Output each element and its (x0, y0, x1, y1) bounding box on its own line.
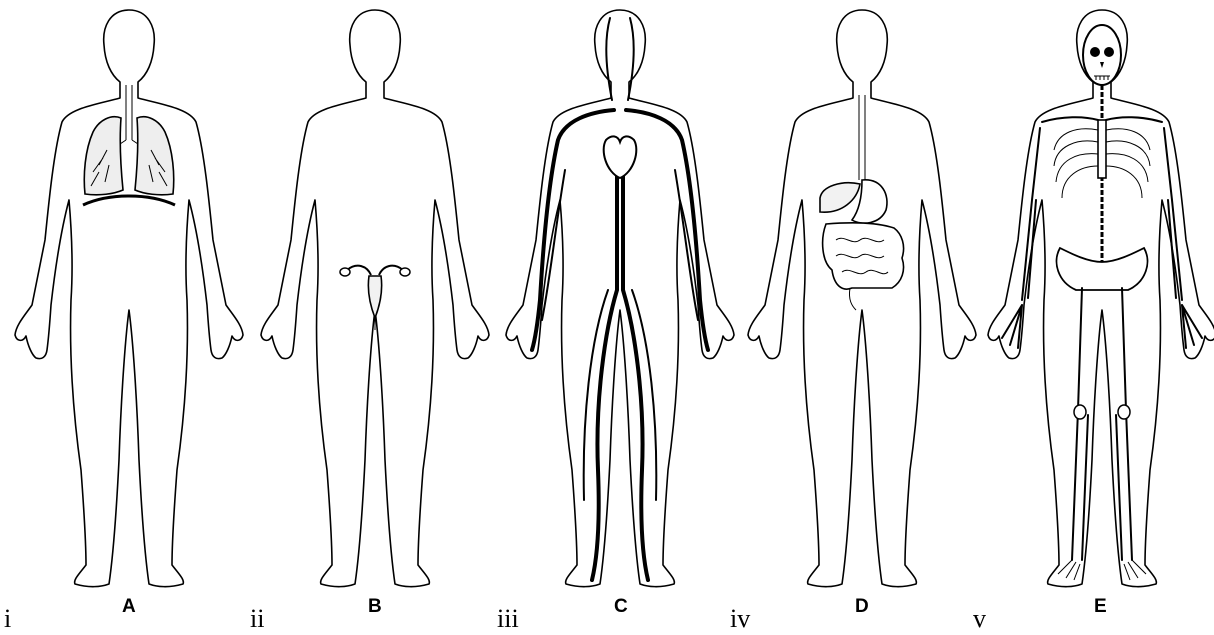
figure-a-body (15, 10, 243, 587)
label-letter-d: D (855, 597, 869, 616)
label-letter-c: C (614, 597, 628, 616)
label-roman-v: v (973, 606, 986, 632)
label-roman-ii: ii (250, 606, 264, 632)
label-letter-e: E (1094, 597, 1107, 616)
figure-d-body (748, 10, 976, 587)
label-roman-iv: iv (730, 606, 750, 632)
label-roman-i: i (4, 606, 11, 632)
figure-c-body (506, 10, 734, 587)
figure-b-body (261, 10, 489, 587)
label-letter-b: B (368, 597, 382, 616)
label-roman-iii: iii (497, 606, 519, 632)
figure-e-body (988, 10, 1214, 587)
label-letter-a: A (122, 597, 136, 616)
